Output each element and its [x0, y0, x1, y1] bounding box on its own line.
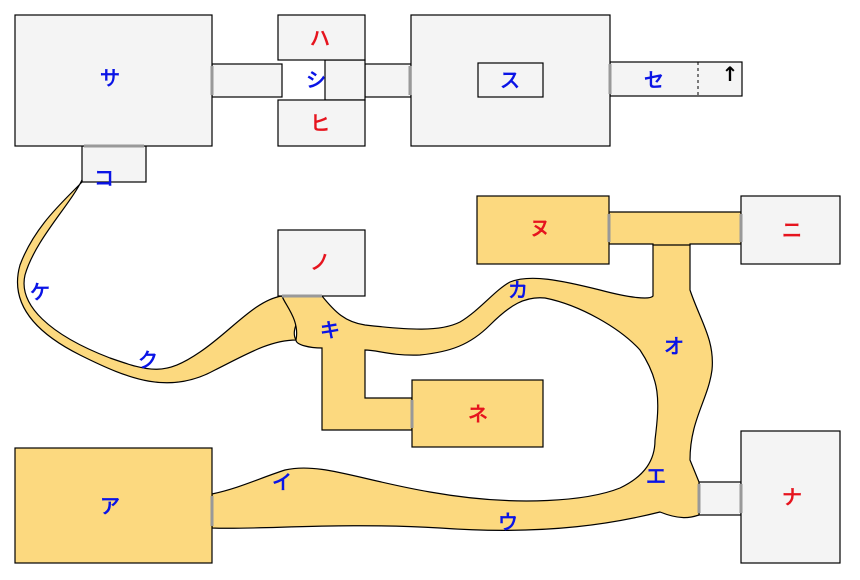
room-na [740, 430, 841, 564]
corridor-na-entry [698, 481, 742, 516]
corridor-nu-ni [608, 211, 742, 246]
room-ha [277, 14, 366, 61]
corridor-shi-su [364, 63, 412, 98]
label-ku: ク [138, 348, 158, 372]
corridor-se [609, 61, 743, 97]
room-hi [277, 99, 366, 147]
label-ha: ハ [310, 26, 330, 50]
label-na: ナ [782, 485, 802, 509]
label-o: オ [664, 334, 684, 358]
label-sa: サ [100, 66, 120, 90]
label-no: ノ [310, 250, 330, 274]
room-ne [411, 379, 544, 448]
label-ni: ニ [782, 218, 802, 242]
room-nu [476, 195, 610, 265]
label-ke: ケ [30, 280, 50, 304]
room-a [14, 447, 213, 564]
label-nu: ヌ [530, 216, 550, 240]
corridor-shi-center [324, 59, 366, 101]
label-a: ア [100, 494, 120, 518]
corridor-sa-shi [211, 63, 283, 98]
corridor-ki [211, 239, 713, 531]
label-ko: コ [94, 166, 114, 190]
label-hi: ヒ [310, 111, 330, 135]
corridor-ko-top [81, 145, 147, 183]
exit-arrow-icon: ↑ [722, 62, 739, 86]
corridor-ko-ke-ku [16, 179, 325, 384]
room-ni [740, 195, 841, 265]
room-su-inner [477, 62, 544, 98]
room-no [277, 229, 366, 297]
label-ki: キ [320, 318, 340, 342]
label-ka: カ [508, 278, 528, 302]
label-e: エ [646, 464, 666, 488]
label-su: ス [500, 68, 520, 92]
label-se: セ [644, 68, 664, 92]
label-ne: ネ [468, 402, 488, 426]
label-u: ウ [498, 510, 518, 534]
label-i: イ [272, 470, 292, 494]
label-shi: シ [306, 68, 326, 92]
